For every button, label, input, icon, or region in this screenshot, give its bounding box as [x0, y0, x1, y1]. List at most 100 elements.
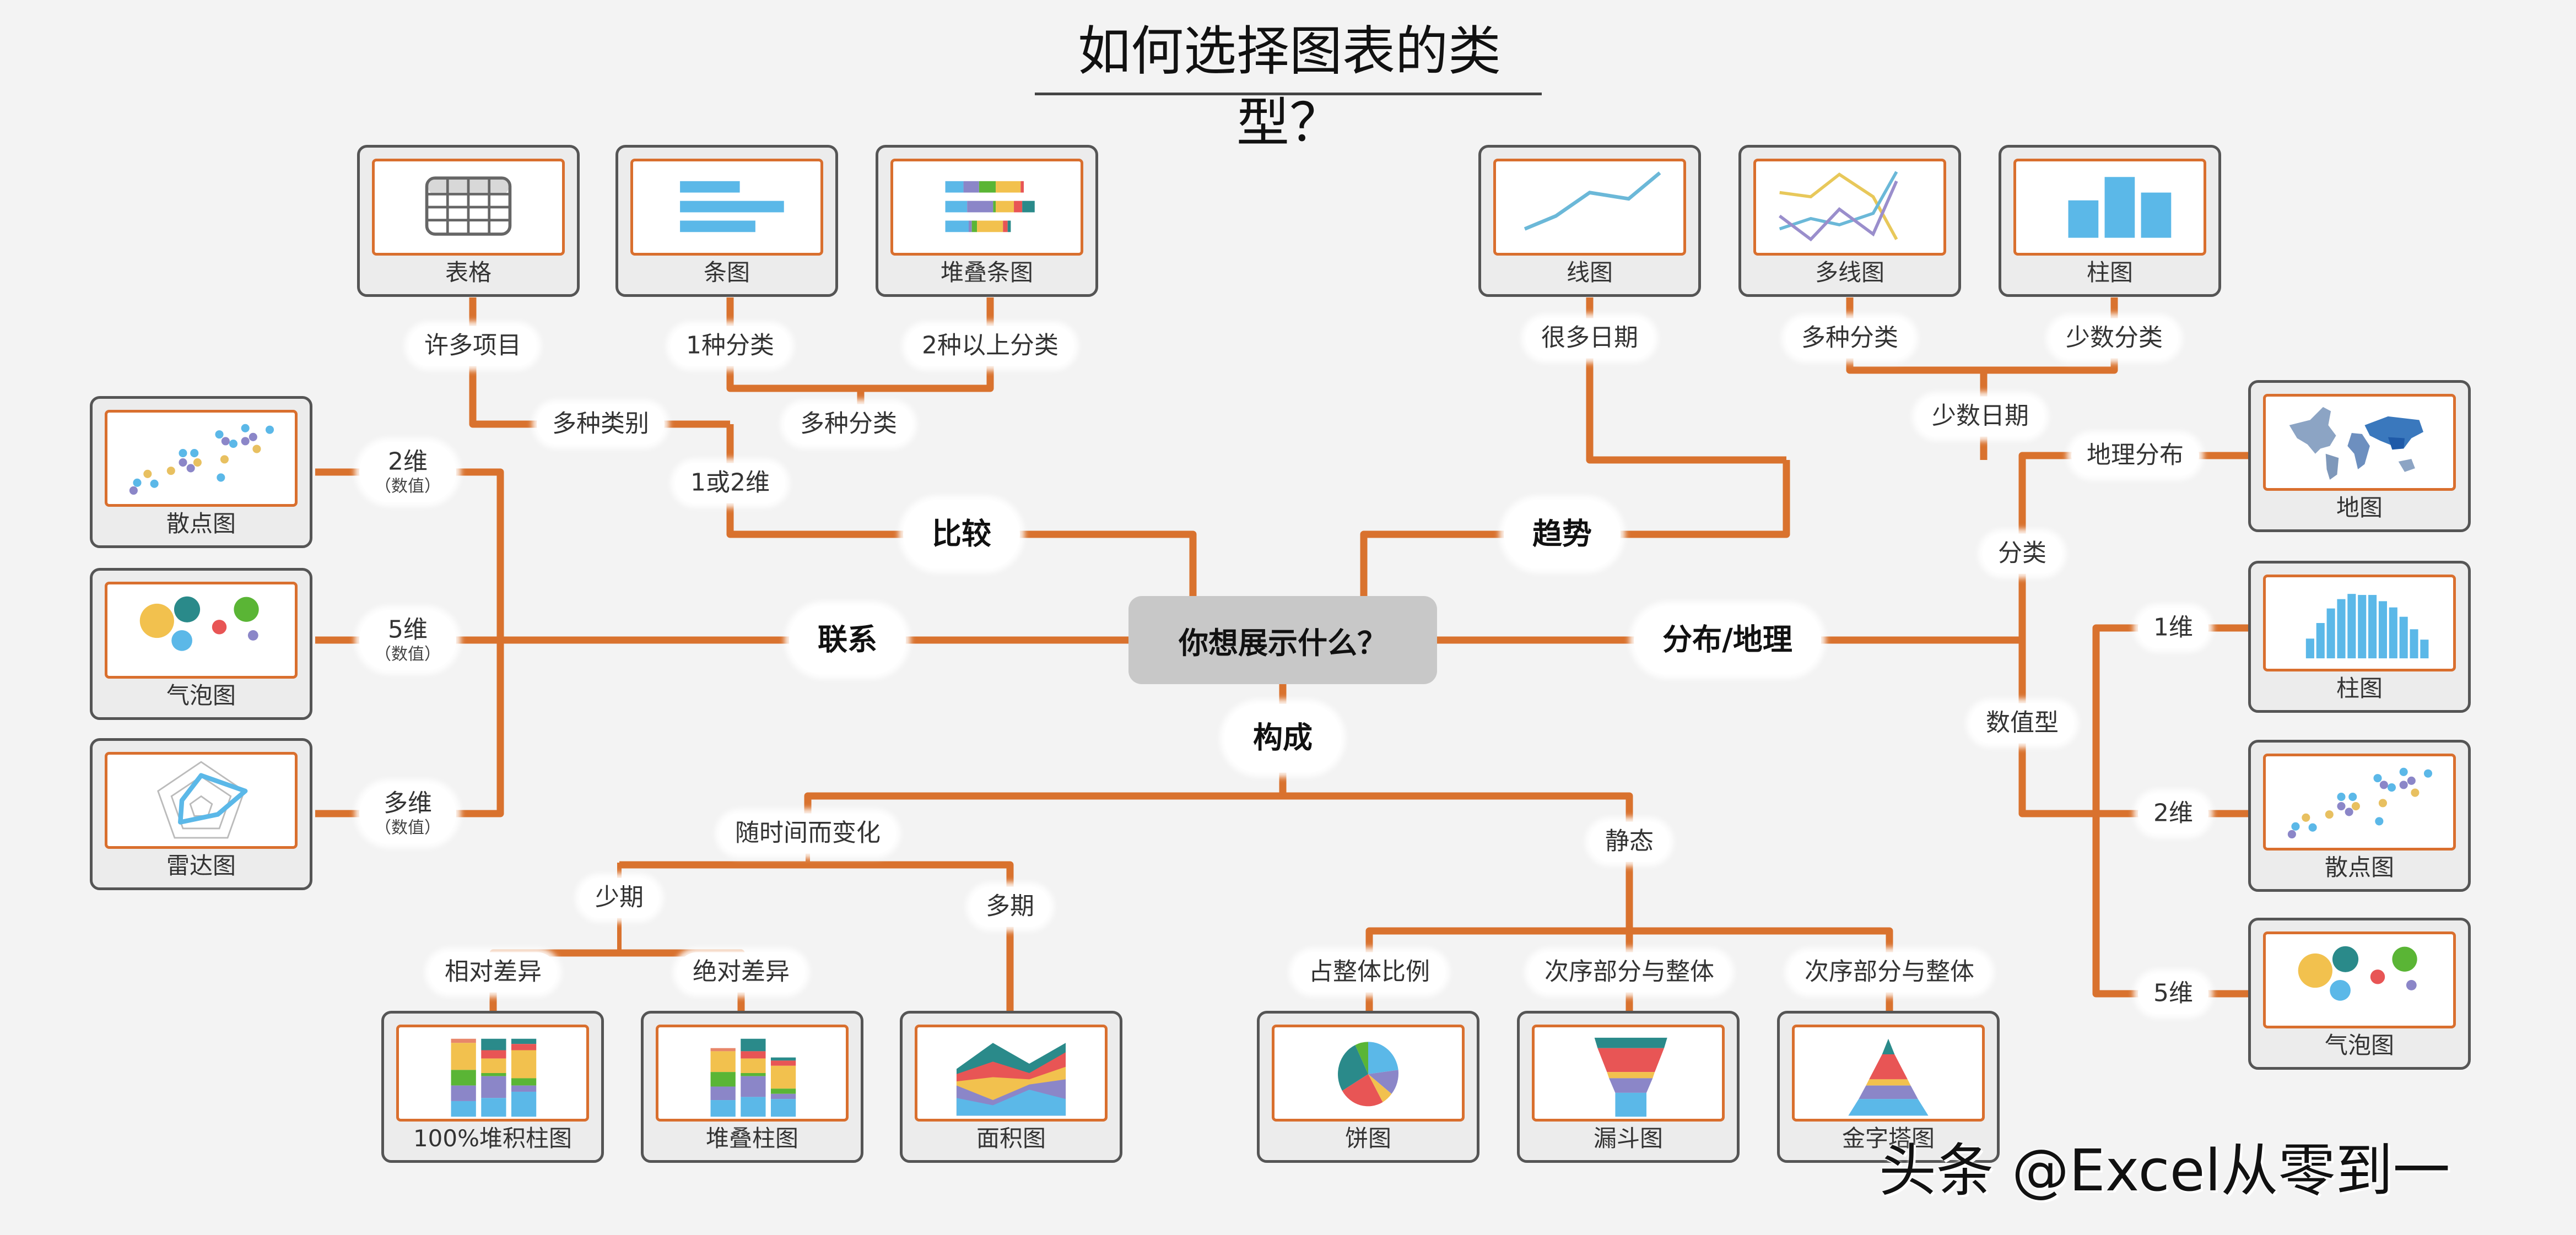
node-few-periods[interactable]: 少期 [580, 878, 659, 918]
funnel-chart-icon [1532, 1025, 1725, 1122]
card-scatter-right-label: 散点图 [2324, 854, 2394, 881]
node-rel-5d-sub: （数值） [375, 644, 441, 664]
card-stacked-column[interactable]: 堆叠柱图 [641, 1011, 863, 1163]
node-multi-class[interactable]: 多种类别 [537, 404, 665, 445]
node-rel-2d[interactable]: 2维（数值） [359, 442, 456, 502]
node-multi-category[interactable]: 多种分类 [785, 404, 912, 445]
pie-chart-icon [1272, 1025, 1465, 1122]
card-pyramid-label: 金字塔图 [1841, 1125, 1935, 1152]
node-one-category[interactable]: 1种分类 [671, 326, 790, 366]
card-bubble-right-label: 气泡图 [2324, 1032, 2394, 1059]
node-few-categories[interactable]: 少数分类 [2050, 318, 2178, 359]
card-stacked-bar-label: 堆叠条图 [940, 259, 1033, 286]
card-pyramid[interactable]: 金字塔图 [1777, 1011, 2000, 1163]
node-two-plus-categories[interactable]: 2种以上分类 [906, 326, 1074, 366]
card-map[interactable]: 地图 [2248, 380, 2471, 532]
watermark: 头条 @Excel从零到一 [1879, 1137, 2450, 1204]
card-histogram[interactable]: 柱图 [2248, 561, 2471, 713]
node-absolute-diff[interactable]: 绝对差异 [677, 952, 805, 993]
card-radar[interactable]: 雷达图 [90, 738, 312, 890]
node-rel-multi-sub: （数值） [375, 818, 441, 838]
node-few-dates[interactable]: 少数日期 [1916, 396, 2044, 437]
radar-chart-icon [105, 752, 298, 849]
stacked-bar-icon [890, 159, 1083, 256]
card-stacked-100-label: 100%堆积柱图 [413, 1125, 573, 1152]
branch-trend[interactable]: 趋势 [1504, 500, 1621, 569]
card-stacked-100[interactable]: 100%堆积柱图 [381, 1011, 604, 1163]
page-title: 如何选择图表的类型？ [1078, 20, 1501, 154]
center-question[interactable]: 你想展示什么？ [1128, 596, 1437, 684]
card-bubble-left-label: 气泡图 [166, 682, 236, 709]
node-classification[interactable]: 分类 [1983, 533, 2062, 574]
card-bubble-right[interactable]: 气泡图 [2248, 918, 2471, 1070]
node-rel-multi-label: 多维 [384, 789, 432, 817]
card-funnel-label: 漏斗图 [1593, 1125, 1663, 1152]
node-many-dates[interactable]: 很多日期 [1526, 318, 1654, 359]
card-table-label: 表格 [445, 259, 492, 286]
card-stacked-column-label: 堆叠柱图 [705, 1125, 798, 1152]
node-rel-multi[interactable]: 多维（数值） [359, 783, 456, 844]
node-numeric-type[interactable]: 数值型 [1970, 703, 2074, 744]
node-trend-multi-category[interactable]: 多种分类 [1786, 318, 1914, 359]
node-rel-5d-label: 5维 [388, 615, 428, 644]
card-scatter-right[interactable]: 散点图 [2248, 740, 2471, 892]
node-many-items[interactable]: 许多项目 [409, 326, 537, 366]
area-chart-icon [915, 1025, 1108, 1122]
card-map-label: 地图 [2336, 494, 2383, 521]
multi-line-chart-icon [1753, 159, 1946, 256]
card-bar-label: 条图 [703, 259, 750, 286]
node-rel-2d-label: 2维 [388, 447, 428, 476]
card-multi-line-label: 多线图 [1814, 259, 1884, 286]
node-dist-5d[interactable]: 5维 [2138, 973, 2208, 1014]
branch-relation[interactable]: 联系 [789, 605, 906, 675]
card-table[interactable]: 表格 [357, 145, 580, 297]
stacked-100-column-icon [396, 1025, 589, 1122]
node-dist-2d[interactable]: 2维 [2138, 793, 2208, 834]
node-over-time[interactable]: 随时间而变化 [720, 813, 896, 854]
card-radar-label: 雷达图 [166, 852, 236, 879]
world-map-icon [2263, 394, 2456, 491]
card-scatter-left[interactable]: 散点图 [90, 396, 312, 548]
stacked-column-icon [656, 1025, 849, 1122]
node-rel-5d[interactable]: 5维（数值） [359, 610, 456, 670]
card-column-label: 柱图 [2086, 259, 2133, 286]
card-column[interactable]: 柱图 [1999, 145, 2221, 297]
branch-composition[interactable]: 构成 [1224, 703, 1341, 773]
card-line-label: 线图 [1566, 259, 1613, 286]
node-rel-2d-sub: （数值） [375, 476, 441, 496]
node-geo[interactable]: 地理分布 [2071, 435, 2199, 476]
card-histogram-label: 柱图 [2336, 675, 2383, 702]
table-icon [372, 159, 565, 256]
line-chart-icon [1493, 159, 1686, 256]
node-ordered-part-whole-2[interactable]: 次序部分与整体 [1789, 952, 1990, 993]
bubble-chart-icon [2263, 931, 2456, 1028]
node-dist-1d[interactable]: 1维 [2138, 608, 2208, 648]
scatter-chart-icon [2263, 754, 2456, 851]
node-ordered-part-whole-1[interactable]: 次序部分与整体 [1529, 952, 1730, 993]
histogram-icon [2263, 575, 2456, 671]
card-area[interactable]: 面积图 [900, 1011, 1122, 1163]
connector-few-periods [619, 861, 1014, 1014]
bar-chart-icon [630, 159, 823, 256]
pyramid-chart-icon [1792, 1025, 1985, 1122]
bubble-chart-icon [105, 582, 298, 679]
card-scatter-left-label: 散点图 [166, 510, 236, 537]
card-pie[interactable]: 饼图 [1257, 1011, 1479, 1163]
card-bubble-left[interactable]: 气泡图 [90, 568, 312, 720]
node-one-or-two-dim[interactable]: 1或2维 [675, 463, 785, 503]
branch-compare[interactable]: 比较 [903, 500, 1020, 569]
title-underline [1035, 93, 1542, 95]
scatter-chart-icon [105, 410, 298, 507]
card-pie-label: 饼图 [1344, 1125, 1391, 1152]
branch-distribution[interactable]: 分布/地理 [1634, 605, 1821, 675]
column-chart-icon [2013, 159, 2206, 256]
node-relative-diff[interactable]: 相对差异 [429, 952, 557, 993]
node-static[interactable]: 静态 [1590, 821, 1669, 862]
node-share-of-total[interactable]: 占整体比例 [1293, 952, 1445, 993]
card-bar[interactable]: 条图 [615, 145, 838, 297]
card-funnel[interactable]: 漏斗图 [1517, 1011, 1740, 1163]
node-many-periods[interactable]: 多期 [970, 886, 1050, 927]
card-multi-line[interactable]: 多线图 [1738, 145, 1961, 297]
card-stacked-bar[interactable]: 堆叠条图 [876, 145, 1098, 297]
card-line[interactable]: 线图 [1478, 145, 1701, 297]
